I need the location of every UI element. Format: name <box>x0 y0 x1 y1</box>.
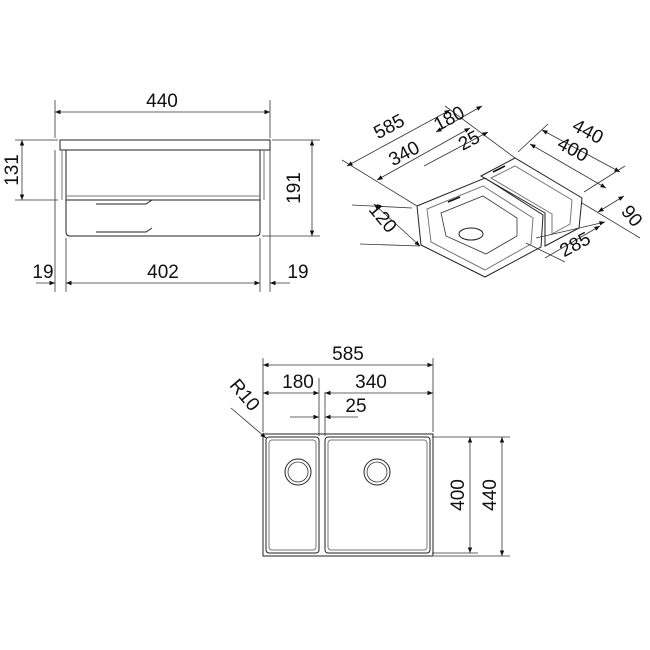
front-dim-19-left-label: 19 <box>32 262 53 283</box>
top-dim-25: 25 <box>290 396 367 420</box>
top-dim-340-label: 340 <box>355 372 387 393</box>
top-dim-r10-label: R10 <box>225 375 263 415</box>
front-dim-440: 440 <box>54 91 271 138</box>
iso-dim-120: 120 <box>351 200 421 247</box>
iso-dim-585-label: 585 <box>370 110 408 143</box>
front-dim-402-label: 402 <box>147 262 179 283</box>
front-dim-191: 191 <box>262 139 320 237</box>
iso-dim-285-label: 285 <box>556 228 594 261</box>
front-dim-19-right-label: 19 <box>287 262 308 283</box>
top-dim-400-440: 400 440 <box>432 436 510 557</box>
iso-dim-340-label: 340 <box>385 137 423 170</box>
front-view: 440 131 191 19 402 19 <box>2 91 320 292</box>
iso-dim-120-label: 120 <box>364 200 400 238</box>
front-dim-131: 131 <box>2 139 58 201</box>
top-dim-400-label: 400 <box>448 479 469 511</box>
iso-dim-25: 25 <box>423 127 489 167</box>
front-dim-131-label: 131 <box>2 154 23 186</box>
iso-dim-585: 585 <box>341 105 516 207</box>
iso-dim-90: 90 <box>581 195 646 239</box>
front-dim-440-label: 440 <box>146 91 178 112</box>
iso-dim-180-label: 180 <box>430 102 468 135</box>
top-dim-r10: R10 <box>225 375 267 439</box>
top-sink-body <box>262 433 434 557</box>
top-dim-585: 585 <box>263 344 433 368</box>
top-dim-25-label: 25 <box>345 396 366 417</box>
top-view: 585 180 340 25 R10 400 440 <box>225 344 510 557</box>
front-dim-191-label: 191 <box>284 172 305 204</box>
iso-view: 585 340 180 25 440 400 <box>341 102 646 278</box>
front-dim-bottom: 19 402 19 <box>32 150 309 292</box>
top-dim-585-label: 585 <box>332 344 364 365</box>
iso-dim-285: 285 <box>525 221 606 263</box>
iso-large-bowl <box>416 177 544 278</box>
top-dim-180-340: 180 340 <box>263 372 433 396</box>
iso-dim-440-400: 440 400 <box>517 115 626 193</box>
top-dim-180-label: 180 <box>282 372 314 393</box>
front-sink-body <box>59 139 271 237</box>
top-dim-440-label: 440 <box>480 479 501 511</box>
